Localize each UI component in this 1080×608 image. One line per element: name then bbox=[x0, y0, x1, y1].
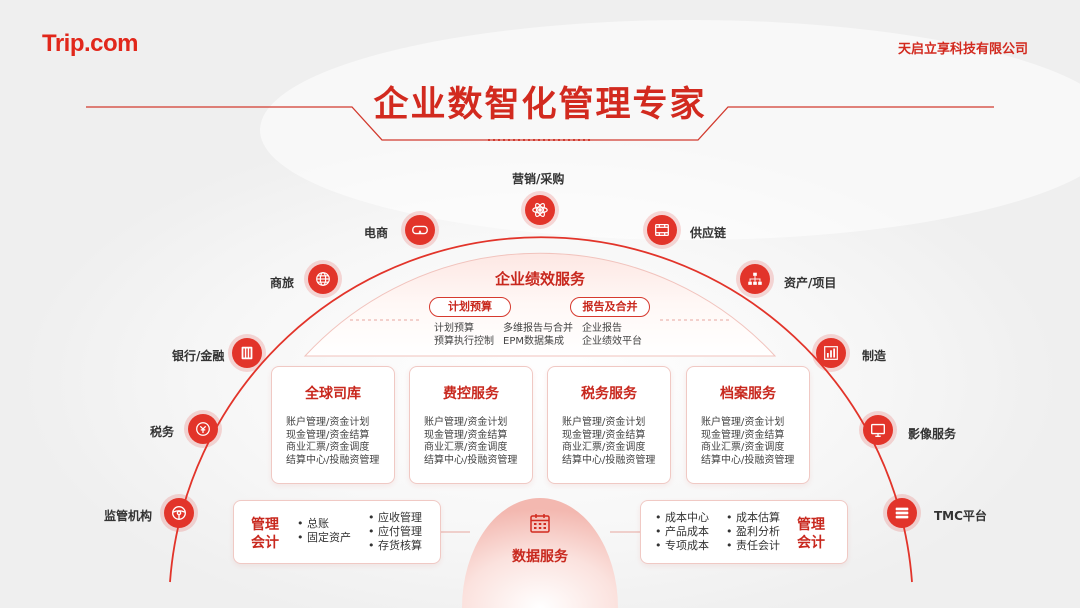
node-label-marketing: 营销/采购 bbox=[512, 172, 565, 186]
node-label-manufacturing: 制造 bbox=[862, 349, 887, 363]
left-accounting-col2: • 应收管理 • 应付管理 • 存货核算 bbox=[368, 511, 422, 553]
card-line: 现金管理/资金结算 bbox=[701, 429, 785, 441]
data-service-label: 数据服务 bbox=[512, 549, 568, 565]
list-item: • 总账 bbox=[297, 517, 329, 530]
list-item: • 存货核算 bbox=[368, 539, 422, 552]
card-line: 结算中心/投融资管理 bbox=[424, 454, 518, 466]
list-item: • 专项成本 bbox=[655, 539, 709, 552]
title-line: 会计 bbox=[797, 535, 825, 551]
card-title: 费控服务 bbox=[443, 386, 499, 402]
node-label-assets-projects: 资产/项目 bbox=[784, 276, 837, 290]
title-line: 管理 bbox=[797, 517, 825, 533]
card-lines: 账户管理/资金计划 现金管理/资金结算 商业汇票/资金调度 结算中心/投融资管理 bbox=[424, 417, 517, 467]
steering-wheel-icon bbox=[164, 498, 194, 528]
card-title: 税务服务 bbox=[581, 386, 637, 402]
node-label-supply-chain: 供应链 bbox=[690, 226, 727, 240]
monitor-icon bbox=[863, 415, 893, 445]
coin-icon bbox=[188, 414, 218, 444]
perf-item-2-line1: 多维报告与合并 bbox=[503, 323, 573, 334]
atom-icon bbox=[525, 195, 555, 225]
performance-fan bbox=[303, 252, 777, 357]
company-name: 天启立享科技有限公司 bbox=[897, 42, 1028, 57]
card-lines: 账户管理/资金计划 现金管理/资金结算 商业汇票/资金调度 结算中心/投融资管理 bbox=[562, 417, 655, 467]
perf-item-1-line2: 预算执行控制 bbox=[434, 336, 494, 347]
card-archive-service: 档案服务 账户管理/资金计划 现金管理/资金结算 商业汇票/资金调度 结算中心/… bbox=[686, 366, 810, 484]
performance-title: 企业绩效服务 bbox=[494, 270, 585, 288]
node-label-banking: 银行/金融 bbox=[172, 349, 225, 363]
card-lines: 账户管理/资金计划 现金管理/资金结算 商业汇票/资金调度 结算中心/投融资管理 bbox=[701, 417, 794, 467]
film-icon bbox=[647, 215, 677, 245]
card-line: 账户管理/资金计划 bbox=[424, 417, 508, 428]
card-line: 结算中心/投融资管理 bbox=[286, 454, 380, 466]
card-line: 账户管理/资金计划 bbox=[286, 417, 370, 428]
list-item: • 成本中心 bbox=[655, 511, 709, 524]
list-item: • 盈利分析 bbox=[726, 525, 780, 538]
node-label-imaging: 影像服务 bbox=[908, 427, 957, 441]
left-accounting-col1: • 总账 • 固定资产 bbox=[297, 517, 351, 545]
card-line: 商业汇票/资金调度 bbox=[562, 442, 646, 453]
card-line: 现金管理/资金结算 bbox=[286, 429, 370, 441]
right-accounting-title: 管理 会计 bbox=[797, 516, 825, 552]
card-line: 商业汇票/资金调度 bbox=[286, 442, 370, 453]
card-global-treasury: 全球司库 账户管理/资金计划 现金管理/资金结算 商业汇票/资金调度 结算中心/… bbox=[271, 366, 395, 484]
card-line: 账户管理/资金计划 bbox=[562, 417, 646, 428]
perf-item-1: 计划预算 预算执行控制 bbox=[434, 322, 494, 348]
server-icon bbox=[887, 498, 917, 528]
bank-icon bbox=[232, 338, 262, 368]
card-line: 结算中心/投融资管理 bbox=[701, 454, 795, 466]
card-line: 现金管理/资金结算 bbox=[424, 429, 508, 441]
node-label-tmc-platform: TMC平台 bbox=[934, 509, 987, 523]
org-chart-icon bbox=[740, 264, 770, 294]
card-tax-service: 税务服务 账户管理/资金计划 现金管理/资金结算 商业汇票/资金调度 结算中心/… bbox=[547, 366, 671, 484]
title-line: 管理 bbox=[251, 517, 279, 533]
card-title: 档案服务 bbox=[720, 386, 776, 402]
list-item: • 产品成本 bbox=[655, 525, 709, 538]
list-item: • 固定资产 bbox=[297, 531, 351, 544]
node-label-business-travel: 商旅 bbox=[270, 276, 295, 290]
perf-item-2: 多维报告与合并 EPM数据集成 bbox=[503, 322, 573, 348]
node-label-tax: 税务 bbox=[150, 425, 175, 439]
card-line: 商业汇票/资金调度 bbox=[701, 442, 785, 453]
card-line: 结算中心/投融资管理 bbox=[562, 454, 656, 466]
left-accounting-box: 管理 会计 • 总账 • 固定资产 • 应收管理 • 应付管理 • 存货核算 bbox=[233, 500, 441, 564]
perf-item-2-line2: EPM数据集成 bbox=[503, 336, 564, 347]
left-accounting-title: 管理 会计 bbox=[251, 516, 279, 552]
card-line: 商业汇票/资金调度 bbox=[424, 442, 508, 453]
list-item: • 成本估算 bbox=[726, 511, 780, 524]
card-line: 账户管理/资金计划 bbox=[701, 417, 785, 428]
list-item: • 应付管理 bbox=[368, 525, 422, 538]
bar-chart-icon bbox=[816, 338, 846, 368]
pill-report-consolidation: 报告及合并 bbox=[570, 297, 650, 317]
card-line: 现金管理/资金结算 bbox=[562, 429, 646, 441]
trip-logo: Trip.com bbox=[42, 30, 139, 57]
perf-item-3: 企业报告 企业绩效平台 bbox=[582, 322, 642, 348]
pill-plan-budget: 计划预算 bbox=[429, 297, 511, 317]
right-accounting-box: • 成本中心 • 产品成本 • 专项成本 • 成本估算 • 盈利分析 • 责任会… bbox=[640, 500, 848, 564]
calendar-grid-icon bbox=[529, 512, 551, 534]
right-accounting-col1: • 成本中心 • 产品成本 • 专项成本 bbox=[655, 511, 709, 553]
outer-arc bbox=[169, 236, 913, 583]
title-line: 会计 bbox=[251, 535, 279, 551]
node-label-ecommerce: 电商 bbox=[364, 226, 389, 240]
card-expense-control: 费控服务 账户管理/资金计划 现金管理/资金结算 商业汇票/资金调度 结算中心/… bbox=[409, 366, 533, 484]
vr-glasses-icon bbox=[405, 215, 435, 245]
node-label-regulators: 监管机构 bbox=[104, 509, 153, 523]
data-service-dome bbox=[462, 498, 618, 608]
perf-item-1-line1: 计划预算 bbox=[434, 323, 474, 334]
card-title: 全球司库 bbox=[305, 386, 361, 402]
perf-item-3-line1: 企业报告 bbox=[582, 323, 622, 334]
perf-item-3-line2: 企业绩效平台 bbox=[582, 336, 642, 347]
list-item: • 责任会计 bbox=[726, 539, 780, 552]
page-title: 企业数智化管理专家 bbox=[373, 85, 707, 125]
right-accounting-col2: • 成本估算 • 盈利分析 • 责任会计 bbox=[726, 511, 780, 553]
globe-icon bbox=[308, 264, 338, 294]
card-lines: 账户管理/资金计划 现金管理/资金结算 商业汇票/资金调度 结算中心/投融资管理 bbox=[286, 417, 379, 467]
list-item: • 应收管理 bbox=[368, 511, 422, 524]
